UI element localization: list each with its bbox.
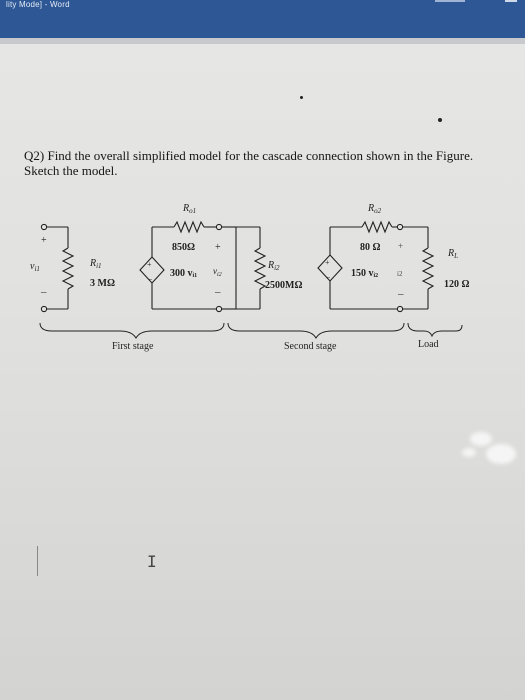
speck (300, 96, 303, 99)
vi1-minus: – (40, 286, 47, 298)
ro1-value: 850Ω (172, 242, 195, 253)
window-title: lity Mode] - Word (6, 0, 70, 9)
title-bar: lity Mode] - Word (0, 0, 525, 38)
rl-label: RL (447, 248, 458, 260)
load-brace (407, 322, 463, 338)
input-terminal-top (40, 223, 48, 231)
ri2-resistor (253, 247, 267, 290)
svg-text:+: + (147, 260, 152, 269)
glare-spot (486, 444, 516, 464)
document-page[interactable] (0, 44, 525, 700)
vi2-label: vi2 (213, 266, 222, 278)
ribbon-strip (0, 38, 525, 44)
ro1-resistor (173, 220, 205, 234)
vo-label: i2 (397, 270, 403, 278)
page-edge-mark (37, 546, 38, 576)
vi2-minus: – (214, 286, 221, 298)
circuit-diagram: + – vi1 Ri1 3 MΩ + – Ro1 850Ω + 300 vi1 … (30, 203, 470, 352)
svg-text:–: – (325, 272, 331, 281)
stage2-dependent-source (317, 254, 343, 282)
stage2-out-terminal-bottom (396, 305, 404, 313)
vi2-plus: + (215, 242, 221, 253)
rl-resistor (421, 247, 435, 290)
window-controls[interactable] (405, 0, 525, 6)
second-stage-label: Second stage (284, 341, 337, 352)
stage1-out-terminal-top (215, 223, 223, 231)
stage1-dependent-source (139, 256, 165, 284)
question-text: Q2) Find the overall simplified model fo… (24, 148, 474, 178)
ri2-value: 2500MΩ (265, 280, 302, 291)
glare-spot (470, 432, 492, 446)
first-stage-label: First stage (112, 341, 154, 352)
vo-plus: + (398, 241, 403, 251)
ri2-label: Ri2 (267, 260, 280, 272)
input-terminal-bottom (40, 305, 48, 313)
second-stage-brace (227, 322, 405, 340)
first-stage-brace (39, 322, 225, 340)
svg-text:–: – (147, 274, 153, 283)
svg-text:+: + (325, 258, 330, 267)
glare-spot (462, 448, 476, 457)
ro2-label: Ro2 (367, 203, 382, 215)
speck (438, 118, 442, 122)
ri1-value: 3 MΩ (90, 278, 115, 289)
stage1-out-terminal-bottom (215, 305, 223, 313)
vi1-label: vi1 (30, 261, 40, 273)
stage1-gain: 300 vi1 (170, 268, 197, 279)
ri1-resistor (61, 247, 75, 290)
text-cursor-icon: I (147, 552, 157, 571)
vi1-plus: + (41, 235, 47, 246)
ro2-value: 80 Ω (360, 242, 381, 253)
load-label: Load (418, 339, 439, 350)
ro2-resistor (361, 220, 393, 234)
rl-value: 120 Ω (444, 279, 470, 290)
ro1-label: Ro1 (182, 203, 196, 215)
stage2-gain: 150 vi2 (351, 268, 378, 279)
ri1-label: Ri1 (89, 258, 102, 270)
stage2-out-terminal-top (396, 223, 404, 231)
vo-minus: – (397, 288, 404, 300)
